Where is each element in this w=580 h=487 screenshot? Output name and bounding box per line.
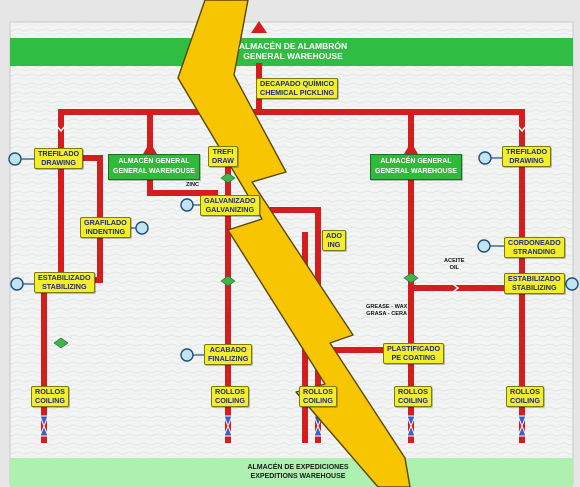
zinc-text: ZINC [186,182,200,188]
process-coiling-5: ROLLOS COILING [506,386,544,408]
label-es: GALVANIZADO [204,196,256,205]
label-en: STABILIZING [511,282,557,292]
process-stabilizing-right: ESTABILIZADO STABILIZING [504,273,565,295]
header-title: ALMACÉN DE ALAMBRÓN GENERAL WAREHOUSE [223,41,363,61]
label-es: ESTABILIZADO [38,273,91,282]
label-es: TREFI [212,147,234,156]
label-en: FINALIZING [208,353,249,363]
warehouse-en: GENERAL WAREHOUSE [113,168,195,175]
label-es: CORDONEADO [508,238,561,247]
valve-icon [39,415,527,437]
label-en: COILING [35,395,65,405]
label-en: DRAWING [509,155,544,165]
process-drawing-left: TREFILADO DRAWING [34,148,84,170]
process-coiling-4: ROLLOS COILING [394,386,432,408]
roller-connector [21,157,566,356]
machine-roller-icon [8,151,579,362]
label-en: PE COATING [391,352,436,362]
label-es: ROLLOS [398,387,428,396]
label-es: DECAPADO QUÍMICO [260,79,335,88]
warehouse-left: ALMACÉN GENERAL GENERAL WAREHOUSE [108,154,200,180]
process-pe-coating: PLASTIFICADO PE COATING [383,343,445,365]
label-en: STABILIZING [41,281,87,291]
footer-title-es: ALMACÉN DE EXPEDICIONES [247,464,349,471]
footer-title: ALMACÉN DE EXPEDICIONES EXPEDITIONS WARE… [238,464,358,481]
oil-text-es: ACEITE [444,258,465,264]
process-galvanizing: GALVANIZADO GALVANIZING [200,195,260,217]
label-en: DRAW [212,155,234,165]
output-arrow-icon [251,21,267,33]
label-en: ING [327,239,341,249]
warehouse-arrow-left-icon [143,142,157,154]
process-stranding: CORDONEADO STRANDING [504,237,565,259]
process-coiling-3: ROLLOS COILING [299,386,337,408]
label-en: COILING [510,395,540,405]
grease-text-en: GREASE - WAX [366,304,408,310]
label-es: TREFILADO [38,149,80,158]
oil-label: ACEITE OIL [444,258,465,271]
label-en: CHEMICAL PICKLING [260,87,335,97]
warehouse-right: ALMACÉN GENERAL GENERAL WAREHOUSE [370,154,462,180]
process-drawing-mid: TREFI DRAW [208,146,238,168]
footer-title-en: EXPEDITIONS WAREHOUSE [250,472,346,480]
label-en: COILING [303,395,333,405]
label-en: COILING [215,395,245,405]
header-title-en: GENERAL WAREHOUSE [243,51,343,61]
header-title-es: ALMACÉN DE ALAMBRÓN [238,41,348,51]
label-es: ROLLOS [510,387,540,396]
label-en: STRANDING [512,246,556,256]
label-es: ADO [326,231,342,240]
warehouse-es: ALMACÉN GENERAL [380,158,452,165]
general-warehouse-bar [10,38,573,66]
process-coiling-1: ROLLOS COILING [31,386,69,408]
label-en: COILING [398,395,428,405]
label-es: ROLLOS [303,387,333,396]
process-partial-mid: ADO ING [322,230,346,252]
grease-wax-label: GREASE - WAX GRASA - CERA [366,304,407,317]
label-es: ESTABILIZADO [508,274,561,283]
process-coiling-2: ROLLOS COILING [211,386,249,408]
process-drawing-right: TREFILADO DRAWING [502,146,552,168]
flow-arrow-icon [55,124,528,293]
label-en: GALVANIZING [205,204,255,214]
warehouse-es: ALMACÉN GENERAL [118,158,190,165]
label-es: ROLLOS [215,387,245,396]
grease-text-es: GRASA - CERA [366,310,408,317]
oil-text-en: OIL [449,264,459,271]
label-es: ACABADO [209,345,247,354]
warehouse-arrow-right-icon [404,142,418,154]
process-chemical-pickling: DECAPADO QUÍMICO CHEMICAL PICKLING [256,78,339,100]
label-es: GRAFILADO [84,218,127,227]
label-es: PLASTIFICADO [387,344,441,353]
zinc-label: ZINC [186,182,199,189]
label-en: DRAWING [41,157,76,167]
process-finalizing: ACABADO FINALIZING [204,344,253,366]
label-es: TREFILADO [506,147,548,156]
lightning-bolt-icon [177,0,411,487]
label-es: ROLLOS [35,387,65,396]
process-indenting: GRAFILADO INDENTING [80,217,131,239]
expeditions-warehouse-bar [10,458,573,487]
process-stabilizing-left: ESTABILIZADO STABILIZING [34,272,95,294]
label-en: INDENTING [85,226,126,236]
warehouse-en: GENERAL WAREHOUSE [375,168,457,175]
